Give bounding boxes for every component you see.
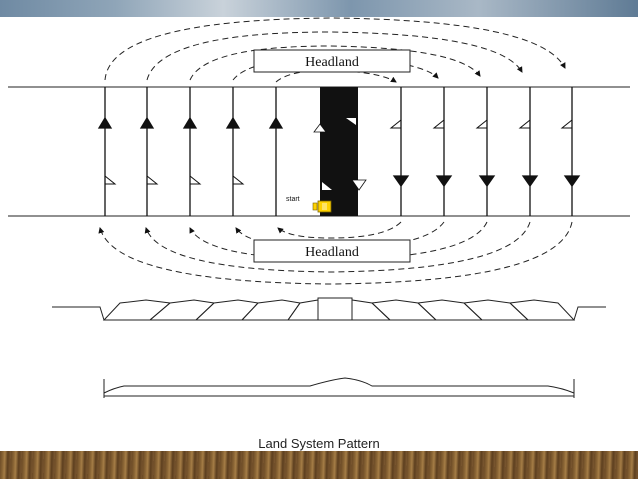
downward-passes	[392, 87, 581, 216]
upward-pass-flags	[104, 175, 245, 185]
sky-banner	[0, 0, 638, 17]
tractor-icon	[312, 200, 332, 213]
headland-bottom-label: Headland	[305, 245, 359, 260]
central-strip-arrows	[313, 118, 367, 191]
ground-profile	[103, 377, 575, 398]
field-banner	[0, 451, 638, 479]
start-label: start	[286, 196, 300, 203]
central-land-strip	[320, 87, 358, 216]
bottom-headland-turns	[98, 221, 573, 285]
furrow-cross-section	[52, 297, 606, 321]
headland-top-label: Headland	[305, 55, 359, 70]
headland-top-box	[253, 49, 411, 73]
upward-passes	[97, 87, 284, 216]
headland-bottom-box	[253, 239, 411, 263]
downward-pass-flags	[389, 119, 573, 129]
diagram-caption: Land System Pattern	[258, 436, 380, 451]
